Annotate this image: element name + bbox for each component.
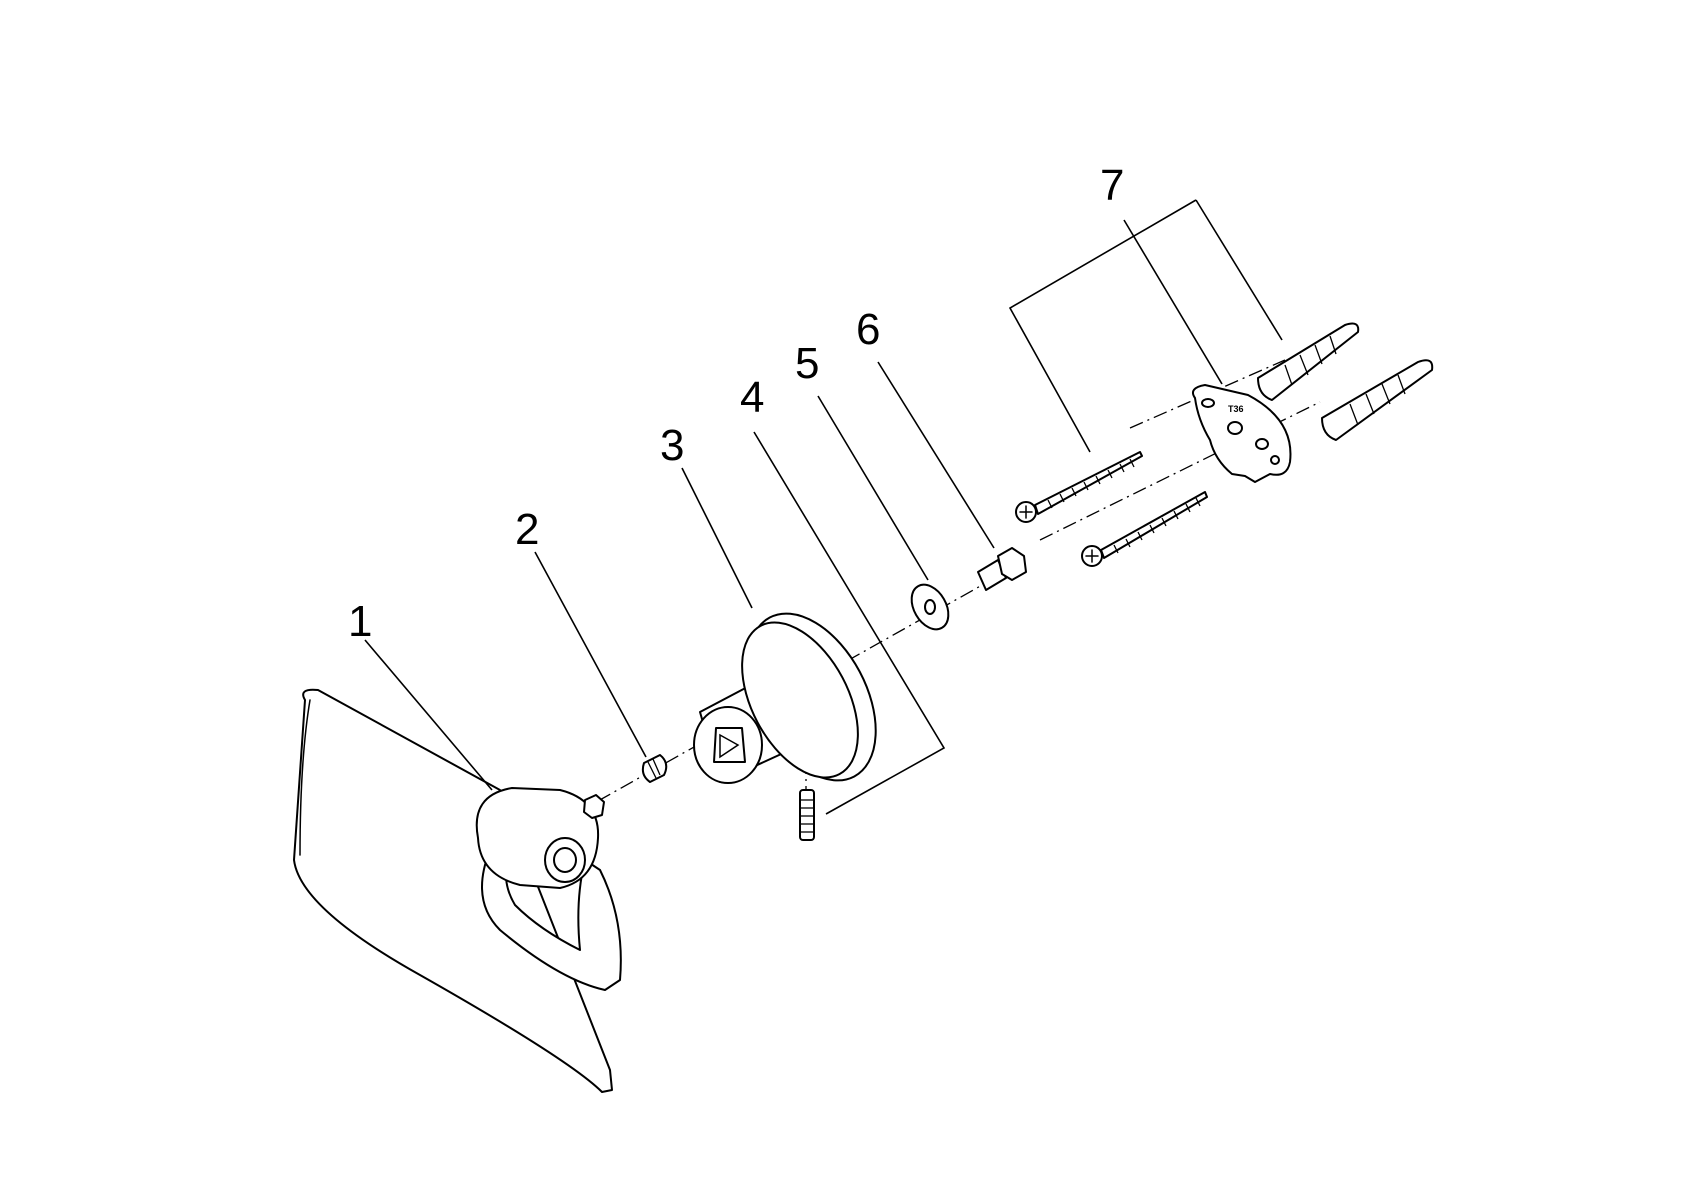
- connector-shaft: [977, 559, 1007, 591]
- plate-hole-3: [1255, 438, 1269, 450]
- mounting-plate: [1192, 384, 1292, 483]
- plate-hole-1: [1201, 398, 1215, 408]
- part-7-mounting-kit: T36: [1015, 322, 1434, 567]
- leader-4: [753, 431, 946, 815]
- callout-4: 4: [740, 373, 764, 422]
- torx-icon-upper: [1019, 505, 1033, 519]
- socket-triangle: [719, 733, 740, 759]
- leader-7-anchor: [1195, 199, 1283, 341]
- grub-thread-1: [647, 761, 657, 779]
- anchor-body-lower: [1321, 359, 1434, 441]
- callout-3: 3: [660, 421, 684, 470]
- part-6-connector: [977, 547, 1027, 591]
- square-socket-icon: [713, 727, 746, 763]
- leader-2: [534, 551, 647, 758]
- callout-labels: 1 2 3 4 5 6 7: [348, 161, 1124, 646]
- leader-7-plate: [1123, 219, 1223, 385]
- cover-edge-highlight: [299, 699, 311, 856]
- part-2-grub-screw: [641, 754, 668, 783]
- holder-cover-flap: [293, 688, 613, 1093]
- leader-lines: [364, 199, 1283, 815]
- wood-screw-lower: [1081, 491, 1208, 567]
- set-screw-body: [799, 789, 815, 841]
- part-1-paper-holder: [293, 688, 622, 1093]
- hub-bore-inner: [553, 847, 577, 873]
- wall-anchor-lower: [1321, 359, 1434, 441]
- leader-5: [817, 395, 929, 581]
- screw-thread-lower: [1113, 497, 1201, 554]
- callout-1: 1: [348, 597, 372, 646]
- hub-threaded-stub: [583, 794, 605, 819]
- part-3-rosette: [693, 612, 877, 784]
- connector-hex: [997, 547, 1027, 581]
- leader-1: [364, 639, 493, 791]
- screw-thread-upper: [1047, 458, 1135, 509]
- anchor-ribs-lower: [1349, 374, 1406, 426]
- leader-6: [877, 361, 995, 549]
- callout-6: 6: [856, 305, 880, 354]
- wood-screw-upper: [1015, 451, 1143, 523]
- holder-arm: [481, 849, 622, 991]
- callout-5: 5: [795, 339, 819, 388]
- part-4-set-screw: [799, 789, 815, 841]
- plate-hole-2: [1227, 421, 1243, 435]
- washer-hole: [924, 599, 936, 615]
- plate-marking: T36: [1228, 404, 1244, 414]
- grub-thread-2: [652, 758, 661, 776]
- torx-icon-lower: [1085, 549, 1099, 563]
- leader-3: [681, 467, 753, 609]
- wall-anchor-upper: [1257, 322, 1360, 401]
- anchor-ribs-upper: [1284, 335, 1337, 386]
- leader-7-screw: [1008, 199, 1197, 453]
- rosette-disc-face: [741, 621, 859, 779]
- callout-2: 2: [515, 505, 539, 554]
- callout-7: 7: [1100, 161, 1124, 210]
- part-5-washer: [910, 583, 950, 631]
- grub-screw-body: [641, 754, 668, 783]
- plate-hole-4: [1270, 455, 1280, 465]
- anchor-body-upper: [1257, 322, 1360, 401]
